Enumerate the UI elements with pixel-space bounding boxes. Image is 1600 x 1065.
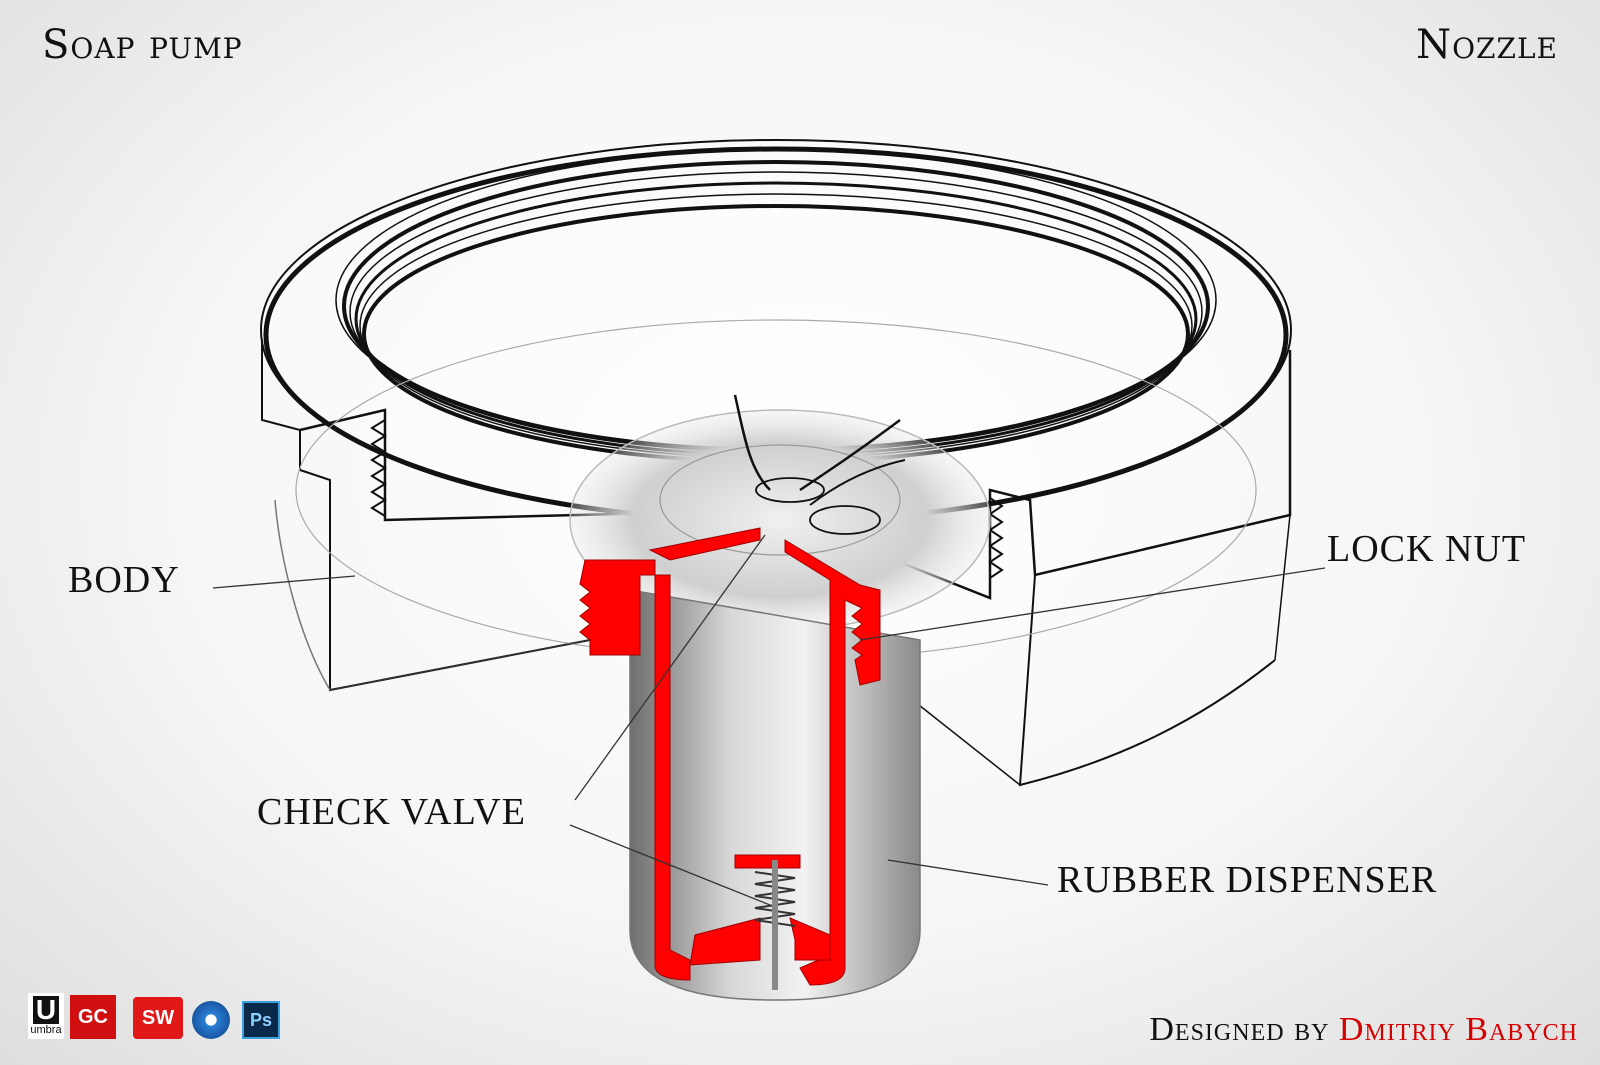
umbra-logo-text: umbra bbox=[30, 1024, 62, 1036]
solidworks-logo-icon: SW bbox=[133, 997, 183, 1039]
designer-credit: Designed by Dmitriy Babych bbox=[1149, 1011, 1578, 1049]
page-title-left: Soap pump bbox=[42, 22, 243, 68]
lock-nut-part bbox=[569, 394, 991, 631]
credit-prefix: Designed by bbox=[1149, 1011, 1330, 1048]
label-lock-nut: LOCK NUT bbox=[1327, 528, 1527, 570]
label-rubber-dispenser: RUBBER DISPENSER bbox=[1057, 859, 1438, 901]
photoshop-logo-icon: Ps bbox=[242, 1001, 280, 1039]
body-leader-line bbox=[212, 575, 356, 589]
rubber-dispenser-leader-line bbox=[887, 859, 1049, 886]
rubber-dispenser-part bbox=[629, 589, 921, 1001]
label-body: BODY bbox=[68, 559, 180, 601]
page-title-right: Nozzle bbox=[1416, 22, 1558, 68]
cross-section-red bbox=[579, 527, 881, 986]
check-valve-leader-line-2 bbox=[569, 824, 771, 906]
body-leader-line-2 bbox=[329, 639, 591, 691]
check-valve-leader-line-1 bbox=[574, 534, 766, 801]
umbra-logo-mark: U bbox=[33, 996, 59, 1024]
gc-logo-icon: GC bbox=[70, 995, 116, 1039]
label-check-valve: CHECK VALVE bbox=[257, 791, 526, 833]
keyshot-logo-icon bbox=[192, 1001, 230, 1039]
credit-author: Dmitriy Babych bbox=[1338, 1011, 1578, 1048]
leader-lines bbox=[212, 534, 1326, 906]
lock-nut-leader-line bbox=[859, 567, 1326, 641]
umbra-logo-icon: U umbra bbox=[28, 993, 64, 1039]
check-valve-spring bbox=[754, 860, 796, 990]
